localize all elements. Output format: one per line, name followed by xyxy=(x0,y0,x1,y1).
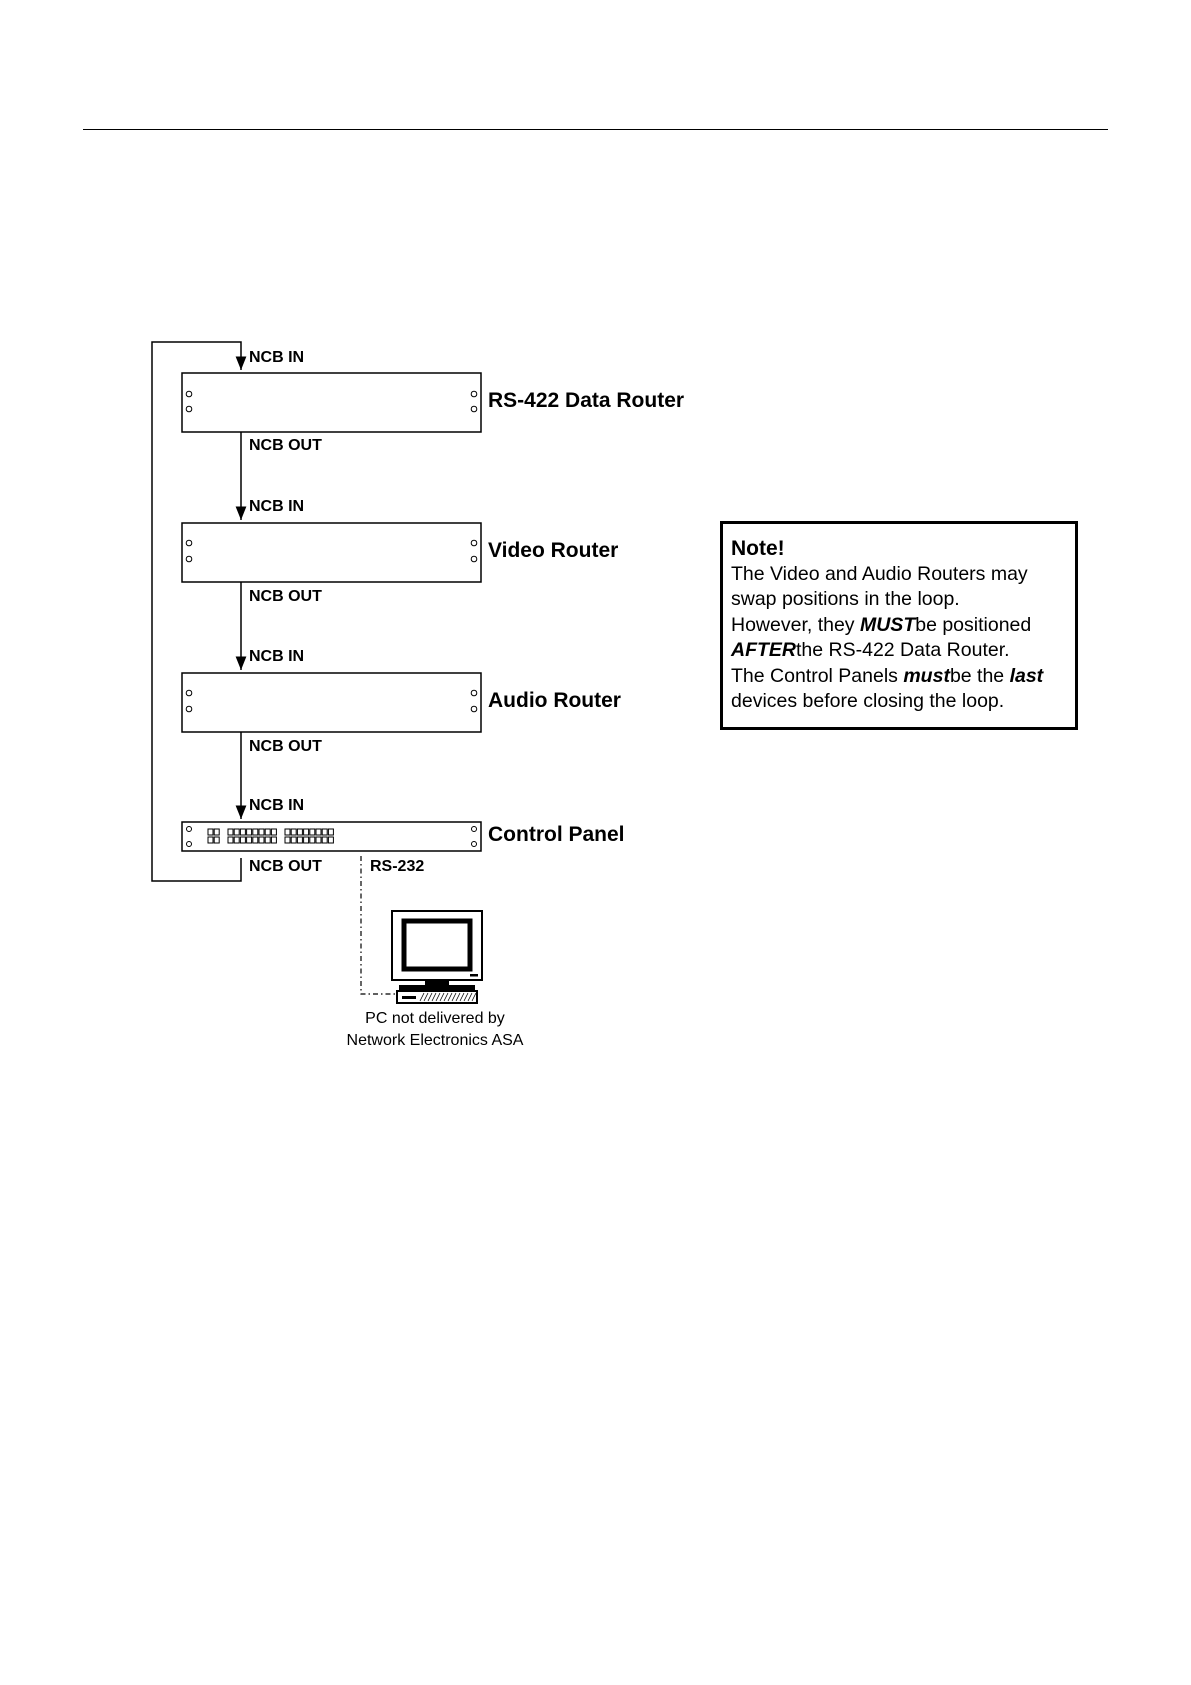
drive-hatch xyxy=(467,992,473,1002)
ncb-out-label: NCB OUT xyxy=(249,588,322,605)
pc-caption-line2: Network Electronics ASA xyxy=(347,1032,524,1049)
note-box: Note! The Video and Audio Routers may sw… xyxy=(720,521,1078,730)
note-line: However, they MUSTbe positioned xyxy=(731,613,1067,639)
panel-key xyxy=(258,828,265,836)
ncb-in-label: NCB IN xyxy=(249,797,304,814)
panel-key xyxy=(309,836,316,844)
panel-key xyxy=(284,836,291,844)
ncb-in-label: NCB IN xyxy=(249,349,304,366)
note-line: The Video and Audio Routers may xyxy=(731,562,1067,588)
panel-key xyxy=(252,828,259,836)
note-text: swap positions in the loop. xyxy=(731,588,960,610)
panel-key xyxy=(233,836,240,844)
panel-key xyxy=(227,836,234,844)
control-panel-keys xyxy=(207,828,334,844)
panel-key xyxy=(246,828,253,836)
drive-hatch xyxy=(455,992,461,1002)
panel-key xyxy=(264,828,271,836)
panel-key xyxy=(213,836,220,844)
panel-key xyxy=(296,836,303,844)
note-text: be positioned xyxy=(915,613,1032,636)
device-audio-router xyxy=(181,672,482,733)
note-emphasis: must xyxy=(903,664,950,687)
device-label-rs422: RS-422 Data Router xyxy=(488,389,684,412)
drive-hatch xyxy=(423,992,429,1002)
drive-hatch xyxy=(451,992,457,1002)
note-text: devices before closing the loop. xyxy=(731,690,1005,712)
panel-key xyxy=(290,828,297,836)
note-emphasis: last xyxy=(1009,664,1044,687)
panel-key xyxy=(246,836,253,844)
note-text: The Control Panels xyxy=(731,664,904,687)
drive-hatch xyxy=(459,992,465,1002)
rs232-cable xyxy=(360,856,398,995)
note-text: the RS-422 Data Router. xyxy=(796,639,1010,661)
panel-key xyxy=(327,828,334,836)
loop-return-line xyxy=(151,341,247,882)
note-title: Note! xyxy=(731,537,785,560)
device-label-video: Video Router xyxy=(488,539,618,562)
note-line: devices before closing the loop. xyxy=(731,689,1067,715)
panel-key xyxy=(233,828,240,836)
drive-hatch xyxy=(431,992,437,1002)
note-text: However, they xyxy=(731,613,860,636)
panel-key xyxy=(252,836,259,844)
note-text: be the xyxy=(949,664,1010,687)
drive-hatch xyxy=(463,992,469,1002)
device-video-router xyxy=(181,522,482,583)
panel-key xyxy=(239,828,246,836)
ncb-in-label: NCB IN xyxy=(249,498,304,515)
rs232-label: RS-232 xyxy=(370,858,424,875)
panel-key xyxy=(207,828,214,836)
note-line: The Control Panels mustbe the last xyxy=(731,664,1067,690)
panel-key xyxy=(321,828,328,836)
panel-key xyxy=(327,836,334,844)
drive-hatch xyxy=(447,992,453,1002)
panel-key xyxy=(290,836,297,844)
drive-hatch xyxy=(443,992,449,1002)
panel-key xyxy=(227,828,234,836)
panel-key xyxy=(270,828,277,836)
device-label-control-panel: Control Panel xyxy=(488,823,625,846)
panel-key xyxy=(284,828,291,836)
drive-hatch xyxy=(427,992,433,1002)
panel-key xyxy=(309,828,316,836)
device-rs422-data-router xyxy=(181,372,482,433)
device-control-panel xyxy=(181,821,482,852)
note-emphasis: AFTER xyxy=(731,639,796,661)
panel-key xyxy=(303,836,310,844)
note-line: swap positions in the loop. xyxy=(731,587,1067,613)
drive-hatch xyxy=(435,992,441,1002)
ncb-out-label: NCB OUT xyxy=(249,437,322,454)
drive-hatch xyxy=(439,992,445,1002)
panel-key xyxy=(264,836,271,844)
header-rule xyxy=(83,129,1108,130)
note-emphasis: MUST xyxy=(859,613,916,636)
pc-caption-line1: PC not delivered by xyxy=(365,1010,505,1027)
ncb-in-label: NCB IN xyxy=(249,648,304,665)
panel-key xyxy=(270,836,277,844)
drive-hatch xyxy=(419,992,425,1002)
panel-key xyxy=(239,836,246,844)
drive-hatch xyxy=(471,992,477,1002)
note-line: AFTERthe RS-422 Data Router. xyxy=(731,638,1067,664)
note-text: The Video and Audio Routers may xyxy=(731,562,1028,585)
panel-key xyxy=(213,828,220,836)
panel-key xyxy=(315,828,322,836)
panel-key xyxy=(258,836,265,844)
pc-icon xyxy=(391,910,483,1004)
panel-key xyxy=(321,836,328,844)
panel-key xyxy=(207,836,214,844)
ncb-out-label: NCB OUT xyxy=(249,738,322,755)
panel-key xyxy=(303,828,310,836)
panel-key xyxy=(315,836,322,844)
ncb-out-label: NCB OUT xyxy=(249,858,322,875)
device-label-audio: Audio Router xyxy=(488,689,621,712)
panel-key xyxy=(296,828,303,836)
